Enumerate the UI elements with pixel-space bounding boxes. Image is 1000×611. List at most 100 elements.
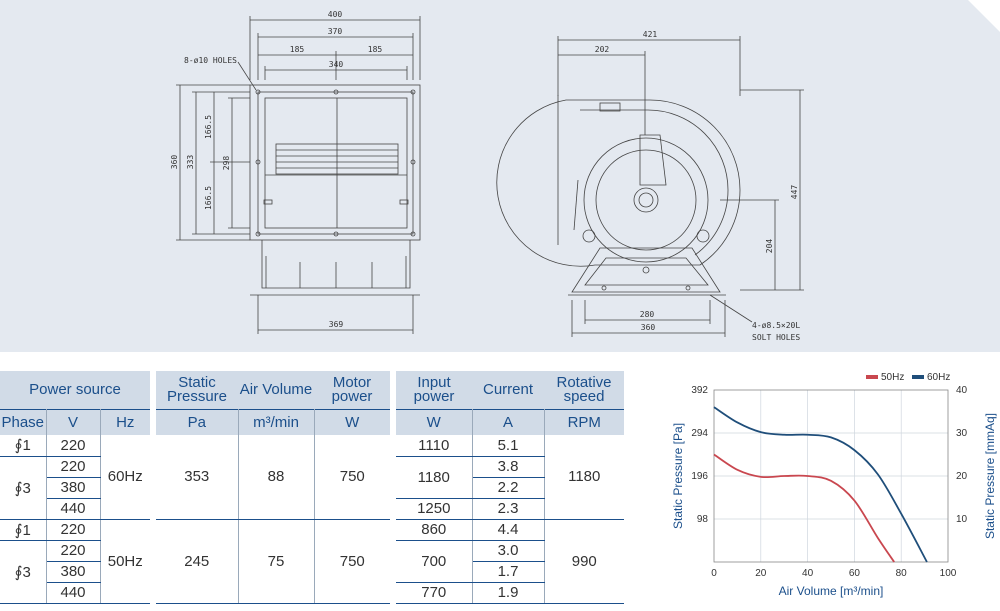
slot-holes-note-1: 4-ø8.5×20L — [752, 321, 800, 330]
legend-swatch-60hz — [912, 375, 924, 379]
subheader-pa: Pa — [156, 408, 239, 435]
dim-185-left: 185 — [290, 45, 305, 54]
legend-label-60hz: 60Hz — [927, 372, 950, 383]
motor-power-60: 750 — [314, 435, 390, 520]
input-power-cell: 1180 — [396, 456, 473, 499]
plot-frame — [713, 389, 949, 563]
voltage-cell: 440 — [46, 498, 101, 520]
dim-166-top: 166.5 — [204, 115, 213, 139]
table-row: 380 1.7 — [0, 561, 624, 583]
dim-360-horizontal: 360 — [641, 323, 656, 332]
hz-60: 60Hz — [100, 435, 150, 520]
x-tick-label: 0 — [711, 568, 717, 579]
pressure-60: 353 — [156, 435, 239, 520]
side-view — [496, 36, 804, 337]
input-power-cell: 1250 — [396, 498, 473, 520]
legend-label-50hz: 50Hz — [881, 372, 904, 383]
phase-single-60: ∮1 — [0, 435, 47, 457]
air-volume-50: 75 — [238, 519, 315, 604]
technical-drawing-panel: 400 370 185 185 340 8-ø10 HOLES 360 333 … — [0, 0, 1000, 352]
header-current: Current — [472, 371, 544, 409]
current-cell: 4.4 — [472, 519, 545, 541]
y-tick-label: 392 — [691, 385, 708, 396]
voltage-cell: 440 — [46, 582, 101, 604]
phase-single-50: ∮1 — [0, 519, 47, 541]
dim-202: 202 — [595, 45, 610, 54]
x-tick-label: 40 — [802, 568, 814, 579]
input-power-cell: 700 — [396, 540, 473, 583]
legend-swatch-50hz — [866, 375, 878, 379]
y-tick-label: 196 — [691, 471, 708, 482]
subheader-m3min: m³/min — [238, 408, 315, 435]
current-cell: 3.8 — [472, 456, 545, 478]
current-cell: 2.3 — [472, 498, 545, 520]
header-input-power: Input power — [396, 371, 472, 409]
spec-table: Power source Static Pressure Air Volume … — [0, 371, 624, 604]
table-row: ∮3 220 1180 3.8 — [0, 456, 624, 520]
voltage-cell: 380 — [46, 477, 101, 499]
x-tick-label: 20 — [755, 568, 767, 579]
y2-tick-label: 20 — [956, 471, 968, 482]
current-cell: 1.9 — [472, 582, 545, 604]
header-motor-power: Motor power — [314, 371, 390, 409]
y-tick-label: 294 — [691, 428, 708, 439]
dim-400: 400 — [328, 10, 343, 19]
dim-204: 204 — [765, 239, 774, 254]
pressure-50: 245 — [156, 519, 239, 604]
x-tick-label: 60 — [849, 568, 861, 579]
current-cell: 5.1 — [472, 435, 545, 457]
voltage-cell: 380 — [46, 561, 101, 583]
drawing-background — [0, 0, 1000, 352]
input-power-cell: 1110 — [396, 435, 473, 457]
subheader-v: V — [46, 408, 101, 435]
dim-447: 447 — [790, 185, 799, 200]
motor-power-50: 750 — [314, 519, 390, 604]
chart-legend: 50Hz 60Hz — [866, 372, 950, 383]
current-cell: 3.0 — [472, 540, 545, 562]
dim-421: 421 — [643, 30, 658, 39]
current-cell: 2.2 — [472, 477, 545, 499]
series-line-50hz — [713, 453, 895, 563]
air-volume-60: 88 — [238, 435, 315, 520]
rpm-50: 990 — [544, 519, 624, 604]
input-power-cell: 860 — [396, 519, 473, 541]
dim-166-bottom: 166.5 — [204, 186, 213, 210]
table-row: ∮1 220 50Hz 245 75 750 860 4.4 990 — [0, 519, 624, 604]
subheader-rpm: RPM — [544, 408, 624, 435]
subheader-w-motor: W — [314, 408, 390, 435]
front-view — [176, 16, 421, 334]
dim-280: 280 — [640, 310, 655, 319]
subheader-phase: Phase — [0, 408, 47, 435]
subheader-a: A — [472, 408, 545, 435]
y2-axis-label: Static Pressure [mmAq] — [983, 413, 997, 539]
header-static-pressure: Static Pressure — [156, 371, 238, 409]
table-row: ∮1 220 60Hz 353 88 750 1110 5.1 1180 — [0, 435, 624, 603]
phase-three-50: ∮3 — [0, 540, 47, 604]
x-tick-label: 80 — [896, 568, 908, 579]
subheader-w-input: W — [396, 408, 473, 435]
y2-tick-label: 40 — [956, 385, 968, 396]
voltage-cell: 220 — [46, 456, 101, 478]
voltage-cell: 220 — [46, 540, 101, 562]
y2-tick-label: 30 — [956, 428, 968, 439]
current-cell: 1.7 — [472, 561, 545, 583]
header-rotative-speed: Rotative speed — [544, 371, 624, 409]
hz-50: 50Hz — [100, 519, 150, 604]
table-row: ∮3 220 700 3.0 — [0, 540, 624, 604]
x-axis-label: Air Volume [m³/min] — [779, 584, 884, 598]
y2-tick-label: 10 — [956, 514, 968, 525]
x-tick-label: 100 — [940, 568, 957, 579]
y-axis-label: Static Pressure [Pa] — [671, 423, 685, 529]
chart-grid — [714, 390, 948, 562]
drawing-svg: 400 370 185 185 340 8-ø10 HOLES 360 333 … — [0, 0, 1000, 352]
series-line-60hz — [713, 406, 928, 563]
dim-360-vertical: 360 — [170, 155, 179, 170]
header-power-source: Power source — [0, 371, 150, 409]
voltage-cell: 220 — [46, 435, 101, 457]
rpm-60: 1180 — [544, 435, 624, 520]
table-row: 380 2.2 — [0, 477, 624, 499]
table-row: 440 770 1.9 — [0, 582, 624, 604]
input-power-cell: 770 — [396, 582, 473, 604]
dim-369: 369 — [329, 320, 344, 329]
